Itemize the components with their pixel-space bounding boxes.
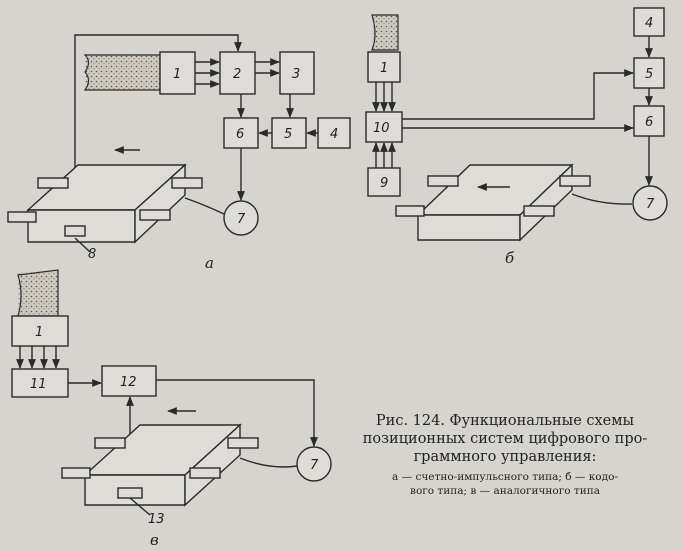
block-c7-label: 7 [310,458,319,473]
block-b10-label: 10 [373,121,390,136]
block-c12-label: 12 [120,375,137,390]
block-c11-label: 11 [30,377,47,392]
block-b6-label: 6 [645,115,653,130]
block-b1-label: 1 [380,61,388,76]
legend-line-1: а — счетно-импульсного типа; б — кодо- [392,471,618,483]
caption-line-1: Рис. 124. Функциональные схемы [375,413,635,429]
panel-a-label: а [205,254,214,272]
block-b10 [365,111,403,143]
legend-line-2: вого типа; в — аналогичного типа [410,485,600,497]
block-a8-label: 8 [88,247,96,262]
motor-a7 [223,200,259,236]
block-a6 [223,117,259,149]
block-b5-label: 5 [645,67,653,82]
block-a5 [271,117,307,149]
block-c13-label: 13 [148,512,165,527]
figure-caption: Рис. 124. Функциональные схемы позиционн… [340,412,670,498]
panel-b-label: б [505,249,515,267]
block-a7-label: 7 [237,212,246,227]
block-a1-label: 1 [173,67,181,82]
panel-c: 1 11 12 7 13 в [11,269,332,549]
block-c12 [101,365,157,397]
panel-a: 1 2 3 4 5 6 7 [7,34,351,272]
block-a1 [159,51,196,95]
block-b5 [633,57,665,89]
block-b4-label: 4 [645,16,653,31]
block-a3-label: 3 [292,67,300,82]
block-c1-label: 1 [35,325,43,340]
caption-line-2: позиционных систем цифрового про- [362,431,648,447]
sensor-a8 [64,225,86,237]
motor-b7 [632,185,668,221]
caption-line-3: граммного управления: [413,449,597,465]
motor-c7 [296,446,332,482]
block-b6 [633,105,665,137]
block-a6-label: 6 [236,127,244,142]
sensor-c13 [117,487,143,499]
block-b9-label: 9 [380,176,388,191]
block-b4 [633,7,665,37]
panel-b: 1 10 9 4 5 6 7 [365,7,668,267]
block-c1 [11,315,69,347]
block-a4-label: 4 [330,127,338,142]
block-a2-label: 2 [233,67,241,82]
block-a5-label: 5 [284,127,292,142]
block-b7-label: 7 [646,197,655,212]
block-a3 [279,51,315,95]
panel-c-label: в [150,531,159,549]
